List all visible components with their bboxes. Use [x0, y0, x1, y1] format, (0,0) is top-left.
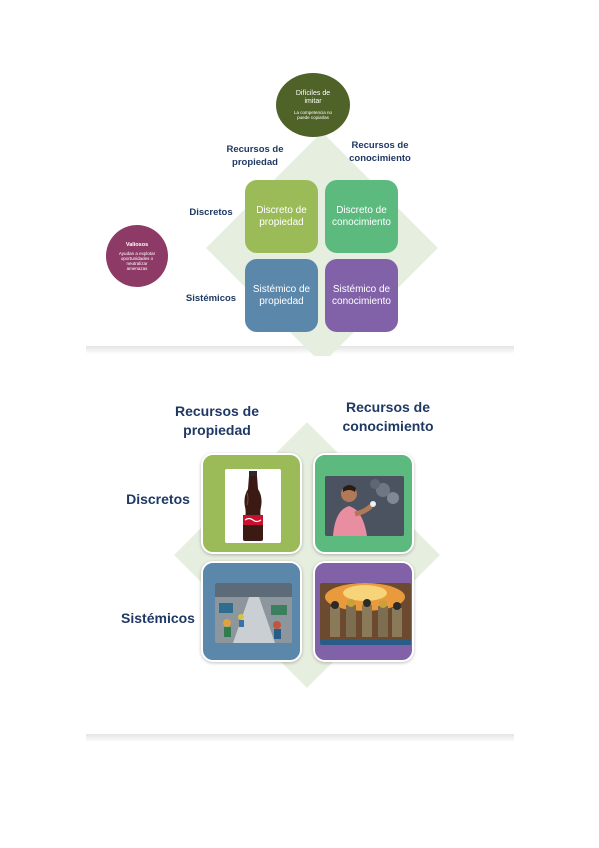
firefighters-photo — [320, 583, 411, 645]
row-label-discretos: Discretos — [189, 207, 233, 218]
tile-label: Sistémico de conocimiento — [332, 283, 391, 307]
slide-1-shadow — [86, 346, 514, 354]
tile-label: Sistémico de propiedad — [252, 283, 311, 307]
circle-left-subtitle: Ayudan a explotar oportunidades o neutra… — [118, 250, 156, 271]
tile-discreto-de-conocimiento — [313, 453, 414, 554]
row-label-sistemicos: Sistémicos — [121, 610, 195, 626]
row-label-sistemicos: Sistémicos — [185, 293, 237, 304]
factory-line-photo — [215, 583, 292, 643]
tile-sistemico-de-propiedad: Sistémico de propiedad — [245, 259, 318, 332]
tile-discreto-de-conocimiento: Discreto de conocimiento — [325, 180, 398, 253]
coca-cola-bottle-photo — [225, 469, 281, 543]
circle-left-title: Valiosos — [125, 241, 149, 248]
slide-2-shadow — [86, 734, 514, 742]
tile-sistemico-de-conocimiento: Sistémico de conocimiento — [325, 259, 398, 332]
col-label-propiedad: Recursos de propiedad — [174, 403, 260, 438]
col-label-conocimiento: Recursos de conocimiento — [342, 399, 434, 434]
circle-top-subtitle: La competencia no puede copiarlas — [293, 110, 333, 120]
tile-discreto-de-propiedad: Discreto de propiedad — [245, 180, 318, 253]
circle-dificiles-de-imitar: Difíciles de imitar La competencia no pu… — [276, 73, 350, 137]
tile-discreto-de-propiedad — [201, 453, 302, 554]
tile-label: Discreto de propiedad — [256, 204, 307, 228]
row-label-discretos: Discretos — [126, 491, 190, 507]
col-label-propiedad: Recursos de propiedad — [226, 144, 284, 168]
tennis-player-photo — [325, 476, 404, 536]
col-label-conocimiento: Recursos de conocimiento — [349, 140, 411, 164]
tile-sistemico-de-propiedad — [201, 561, 302, 662]
tile-sistemico-de-conocimiento — [313, 561, 414, 662]
circle-top-title: Difíciles de imitar — [295, 90, 331, 105]
circle-valiosos: Valiosos Ayudan a explotar oportunidades… — [106, 225, 168, 287]
tile-label: Discreto de conocimiento — [332, 204, 391, 228]
